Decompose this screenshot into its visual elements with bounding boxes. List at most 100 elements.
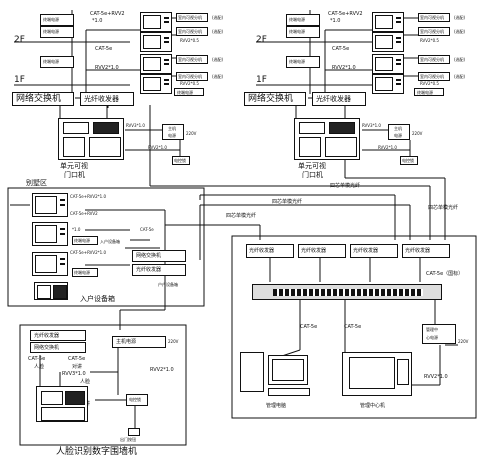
indoor-monitor-r1f-a	[372, 54, 404, 74]
face-face-b: 人脸	[80, 379, 91, 385]
central-mgmt-power: 管理中心电源	[422, 324, 456, 344]
optional-label-ra: (选配)	[454, 15, 466, 20]
optional-label-rc: (选配)	[454, 57, 466, 62]
rvv05-label-right-a: RVV2*0.5	[420, 38, 439, 43]
face-electric-lock: 电控锁	[126, 394, 148, 406]
cable-label-r1f-rvv: RVV2*1.0	[332, 65, 356, 71]
cable-label-2f-top: CAT-5e+RVV2	[90, 11, 125, 17]
face-rvv2: RVV2*1.0	[150, 367, 174, 373]
cable-label-r1f-cat: CAT-5e	[332, 46, 350, 52]
host-power-left: 主机电源	[162, 124, 184, 140]
exit-button-icon	[128, 428, 140, 436]
rvv2-label-left: RVV2*1.0	[148, 145, 167, 150]
central-fiber-2: 光纤收发器	[298, 244, 346, 258]
indoor-monitor-1f-a	[140, 54, 172, 74]
villa-indoor-monitor-c	[32, 252, 68, 276]
indoor-unit-label-ra: 室内可视分机	[418, 13, 450, 22]
mgmt-pc-monitor	[268, 355, 308, 385]
terminal-power-1f: 终端电源	[40, 56, 74, 68]
villa-cable-d: CAT-5e+RVV2*1.0	[70, 250, 107, 255]
electric-lock-left: 电控锁	[172, 156, 190, 165]
indoor-unit-label-rd: 室内可视分机	[418, 72, 450, 81]
cable-label-r2f-top: CAT-5e+RVV2	[328, 11, 363, 17]
face-wall-title: 人脸识别数字围墙机	[56, 447, 138, 457]
face-fiber-transceiver: 光纤收发器	[30, 330, 86, 341]
indoor-unit-label-rb: 室内可视分机	[418, 27, 450, 36]
unit-door-station-left	[58, 118, 124, 160]
host-power-right: 主机电源	[388, 124, 410, 140]
optional-label-b: (选配)	[212, 29, 224, 34]
mgmt-pc-tower	[240, 352, 264, 392]
indoor-monitor-r2f-b	[372, 32, 404, 52]
face-host-power: 主机电源	[112, 336, 166, 348]
indoor-unit-label-rc: 室内可视分机	[418, 55, 450, 64]
mgmt-center-device	[342, 352, 412, 396]
villa-region-border	[7, 187, 205, 307]
face-network-switch: 网络交换机	[30, 342, 86, 353]
face-label: 人脸	[34, 364, 45, 370]
network-switch-right: 网络交换机	[244, 92, 306, 106]
villa-entry-device-a: 入户设备箱	[100, 239, 120, 244]
indoor-monitor-1f-b	[140, 74, 172, 94]
central-cat5e-national: CAT-5e（国标）	[426, 271, 464, 277]
talk-label: 对讲	[72, 364, 83, 370]
cable-label-1f-rvv: RVV2*1.0	[95, 65, 119, 71]
indoor-monitor-2f-a	[140, 12, 172, 32]
central-v220: 220V	[458, 339, 469, 344]
villa-door-station	[34, 282, 68, 300]
electric-lock-right: 电控锁	[400, 156, 418, 165]
central-patch-panel	[252, 284, 442, 300]
villa-entry-device-b: 入户设备箱	[80, 295, 115, 303]
optional-label-rd: (选配)	[454, 74, 466, 79]
terminal-power-r2f-a: 终端电源	[286, 14, 320, 26]
cable-label-r2f-top-sub: *1.0	[330, 18, 341, 24]
central-fiber-4: 光纤收发器	[402, 244, 450, 258]
villa-terminal-power-b: 终端电源	[72, 268, 98, 277]
optional-label-c: (选配)	[212, 57, 224, 62]
fiber-label-a: 四芯单模光纤	[330, 183, 361, 189]
exit-button-label: 出门按钮	[120, 437, 136, 442]
villa-indoor-monitor-b	[32, 222, 68, 246]
cable-label-1f-cat: CAT-5e	[95, 46, 113, 52]
unit-door-station-right	[294, 118, 360, 160]
villa-cat5e-label: CAT-5e	[140, 227, 154, 232]
v220-label-right: 220V	[412, 131, 423, 136]
rvv3-label-left: RVV3*1.0	[126, 123, 145, 128]
floor-1f-label-right: 1F	[256, 75, 267, 85]
mgmt-pc-keyboard	[268, 388, 310, 396]
fiber-transceiver-right: 光纤收发器	[312, 92, 366, 106]
terminal-power-r1f-right: 终端电源	[414, 88, 444, 96]
villa-indoor-monitor-a	[32, 193, 68, 217]
villa-network-switch: 网络交换机	[132, 250, 186, 262]
unit-door-station-right-label-1: 单元可视	[298, 162, 326, 170]
rvv3-label-right: RVV3*1.0	[362, 123, 381, 128]
fiber-label-d: 四芯单模光纤	[428, 205, 459, 211]
villa-cable-b: CAT-5e+RVV2	[70, 211, 98, 216]
villa-cable-c: *1.0	[72, 227, 81, 232]
indoor-monitor-r1f-b	[372, 74, 404, 94]
indoor-unit-label-c: 室内可视分机	[176, 55, 208, 64]
rvv05-label-right-b: RVV2*0.5	[420, 81, 439, 86]
fiber-label-b: 四芯单模光纤	[272, 199, 303, 205]
fiber-label-c: 四芯单模光纤	[226, 213, 257, 219]
face-v220: 220V	[168, 339, 179, 344]
mgmt-pc-label: 管理电脑	[266, 403, 287, 409]
face-wall-device	[36, 386, 88, 422]
optional-label-d: (选配)	[212, 74, 224, 79]
optional-label-a: (选配)	[212, 15, 224, 20]
mgmt-center-label: 管理中心机	[360, 403, 386, 409]
villa-cable-a: CAT-5e+RVV2*1.0	[70, 194, 107, 199]
unit-door-station-left-label-2: 门口机	[64, 171, 85, 179]
optional-label-rb: (选配)	[454, 29, 466, 34]
central-rvv2: RVV2*1.0	[424, 374, 448, 380]
indoor-unit-label-d: 室内可视分机	[176, 72, 208, 81]
rvv05-label-left-b: RVV2*0.5	[180, 81, 199, 86]
unit-door-station-right-label-2: 门口机	[302, 171, 323, 179]
terminal-power-r1f: 终端电源	[286, 56, 320, 68]
face-rvv3-a: RVV3*1.0	[62, 371, 86, 377]
cable-label-2f-top-sub: *1.0	[92, 18, 103, 24]
indoor-monitor-r2f-a	[372, 12, 404, 32]
terminal-power-2f-a: 终端电源	[40, 14, 74, 26]
central-fiber-3: 光纤收发器	[350, 244, 398, 258]
unit-door-station-left-label-1: 单元可视	[60, 162, 88, 170]
